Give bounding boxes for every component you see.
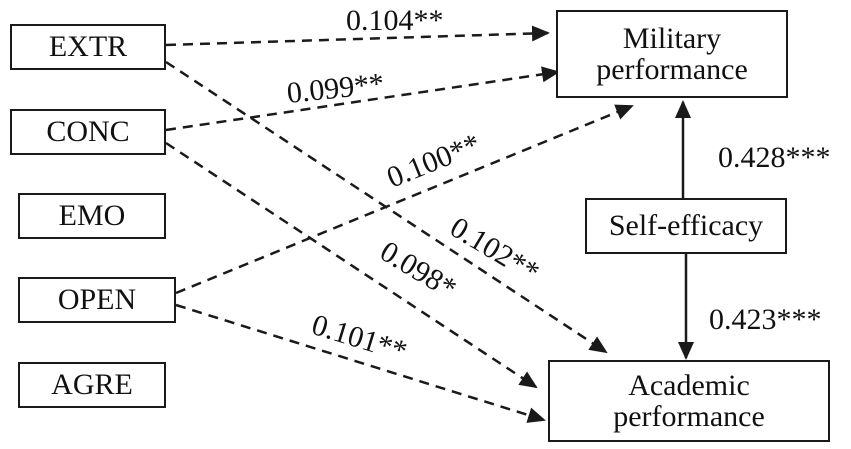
node-open: OPEN	[18, 277, 176, 323]
node-agre: AGRE	[18, 362, 166, 408]
node-extr-label: EXTR	[48, 30, 128, 64]
arrow-extr-to-academic	[165, 60, 608, 354]
arrow-conc-to-academic	[165, 141, 538, 389]
arrow-open-to-military	[175, 104, 634, 295]
node-conc-label: CONC	[46, 115, 130, 149]
node-self-efficacy-label: Self-efficacy	[608, 209, 764, 243]
node-self-efficacy: Self-efficacy	[585, 198, 787, 254]
coef-conc-academic: 0.098*	[374, 235, 462, 306]
node-military-performance: Military performance	[556, 10, 788, 98]
coef-open-military: 0.100**	[382, 127, 485, 194]
coef-self-efficacy-academic: 0.423***	[709, 303, 822, 336]
node-emo: EMO	[18, 193, 166, 239]
node-academic-line2: performance	[613, 400, 765, 433]
coef-conc-military: 0.099**	[285, 67, 385, 110]
coef-extr-military: 0.104**	[346, 4, 444, 37]
coef-self-efficacy-military: 0.428***	[718, 141, 831, 174]
node-academic-line1: Academic	[628, 368, 750, 402]
node-military-line2: performance	[596, 53, 748, 86]
node-emo-label: EMO	[58, 199, 126, 233]
arrow-open-to-academic	[175, 303, 546, 423]
node-agre-label: AGRE	[51, 368, 133, 402]
node-conc: CONC	[10, 109, 166, 155]
arrow-extr-to-military	[165, 25, 550, 47]
coef-open-academic: 0.101**	[308, 308, 411, 368]
node-military-line1: Military	[622, 21, 722, 55]
node-academic-performance: Academic performance	[548, 360, 830, 442]
node-extr: EXTR	[10, 24, 166, 70]
arrow-conc-to-military	[165, 66, 560, 132]
node-open-label: OPEN	[57, 283, 137, 317]
